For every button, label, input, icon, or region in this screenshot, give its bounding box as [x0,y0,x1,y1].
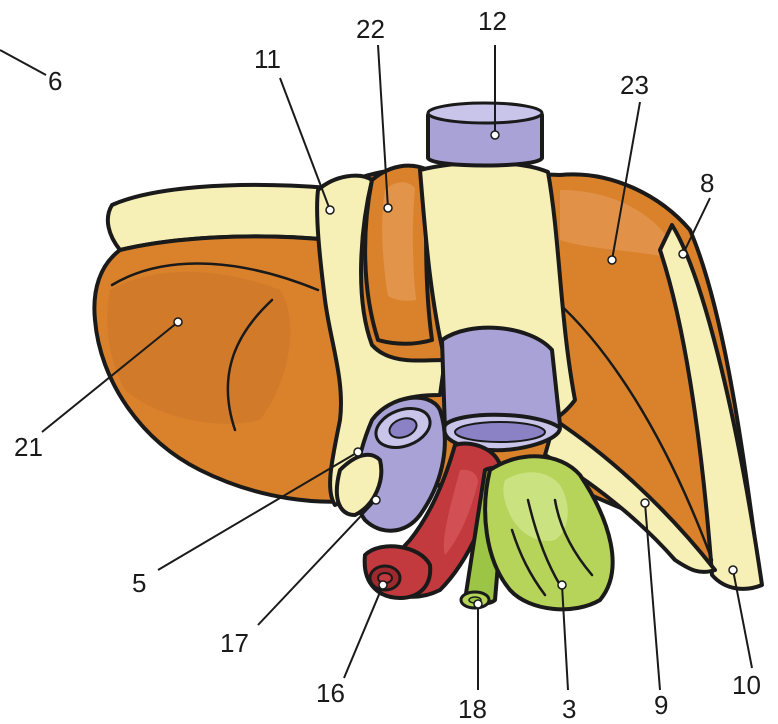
dot-18 [474,600,482,608]
dot-8 [679,250,687,258]
leader-17 [258,500,376,625]
label-11: 11 [254,44,281,74]
label-9: 9 [654,690,668,720]
inferior-vena-cava-top [428,103,542,166]
dot-12 [491,131,499,139]
dot-22 [384,204,392,212]
inferior-vena-cava-bottom [442,328,560,451]
liver-illustration [94,103,762,609]
dot-10 [729,566,737,574]
dot-5 [354,448,362,456]
label-17: 17 [220,628,249,658]
label-3: 3 [562,694,576,724]
label-16: 16 [316,678,345,708]
label-5: 5 [132,568,146,598]
label-22: 22 [356,14,385,44]
dot-9 [641,499,649,507]
dot-3 [558,581,566,589]
label-6: 6 [48,66,62,96]
dot-16 [379,581,387,589]
dot-21 [174,318,182,326]
label-8: 8 [700,168,714,198]
label-18: 18 [458,694,487,724]
dot-23 [608,256,616,264]
label-10: 10 [732,670,761,700]
label-21: 21 [14,432,43,462]
dot-17 [372,496,380,504]
label-23: 23 [620,70,649,100]
leader-16 [344,585,383,678]
leader-6 [0,50,46,75]
label-12: 12 [478,6,507,36]
dot-11 [326,206,334,214]
